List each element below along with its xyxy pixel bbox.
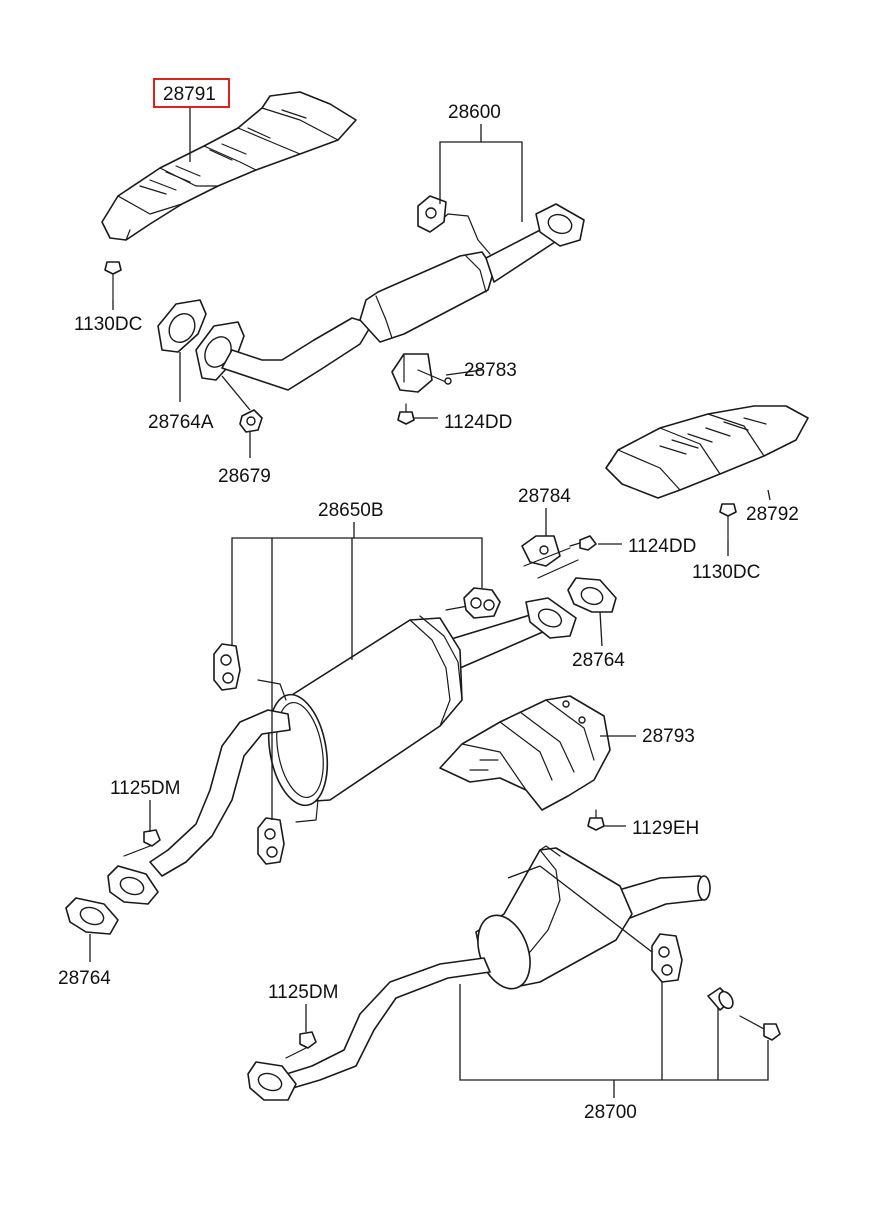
bolt-1130DC-lower[interactable] (719, 503, 737, 541)
heat-shield-28793[interactable] (439, 695, 611, 811)
heat-shield-28791[interactable] (101, 91, 357, 241)
bolt-28700[interactable] (739, 1015, 781, 1041)
hanger-28650B-bottom[interactable] (257, 817, 285, 865)
leader-lines (89, 108, 771, 1098)
part-labels: 28791 28600 1130DC 28764A 28679 28783 11… (58, 84, 799, 1123)
label-28600[interactable]: 28600 (448, 102, 501, 123)
bracket-28783[interactable] (391, 353, 452, 393)
hanger-28700[interactable] (651, 933, 683, 983)
front-pipe-28600[interactable] (195, 195, 585, 391)
label-1130DC-lower[interactable]: 1130DC (692, 562, 760, 583)
label-1124DD-upper[interactable]: 1124DD (444, 412, 512, 433)
hanger-28650B-left[interactable] (213, 643, 241, 691)
label-28679[interactable]: 28679 (218, 466, 271, 487)
highlight-box (153, 78, 230, 108)
bushing-28700[interactable] (707, 987, 736, 1011)
bolt-1130DC-upper[interactable] (104, 261, 122, 301)
label-1124DD-lower[interactable]: 1124DD (628, 536, 696, 557)
hanger-28650B-top[interactable] (463, 587, 501, 619)
label-28764A[interactable]: 28764A (148, 412, 214, 433)
label-28764-lower[interactable]: 28764 (58, 968, 111, 989)
center-muffler-28650B[interactable] (107, 597, 577, 905)
label-1125DM-upper[interactable]: 1125DM (110, 778, 180, 799)
heat-shield-28792[interactable] (605, 405, 809, 499)
label-1130DC-upper[interactable]: 1130DC (74, 314, 142, 335)
label-1129EH[interactable]: 1129EH (632, 818, 699, 839)
gasket-28764-upper[interactable] (567, 577, 617, 613)
label-28792[interactable]: 28792 (746, 504, 799, 525)
label-28784[interactable]: 28784 (518, 486, 571, 507)
label-1125DM-lower[interactable]: 1125DM (268, 982, 338, 1003)
bolt-1124DD-lower[interactable] (569, 535, 597, 551)
label-28783[interactable]: 28783 (464, 360, 517, 381)
gasket-28764A[interactable] (157, 299, 207, 353)
label-28650B[interactable]: 28650B (318, 500, 384, 521)
bolt-1125DM-upper[interactable] (123, 829, 161, 857)
label-28793[interactable]: 28793 (642, 726, 695, 747)
bracket-28784[interactable] (521, 535, 579, 579)
rear-muffler-28700[interactable] (247, 845, 711, 1101)
label-28700[interactable]: 28700 (584, 1102, 637, 1123)
bolt-1124DD-upper[interactable] (397, 403, 415, 425)
bolt-1129EH[interactable] (587, 809, 605, 831)
gasket-28764-lower[interactable] (65, 897, 119, 935)
bolt-1125DM-lower[interactable] (285, 1031, 317, 1059)
label-28764-upper[interactable]: 28764 (572, 650, 625, 671)
label-28791[interactable]: 28791 (163, 84, 216, 105)
nut-28679[interactable] (239, 409, 263, 433)
